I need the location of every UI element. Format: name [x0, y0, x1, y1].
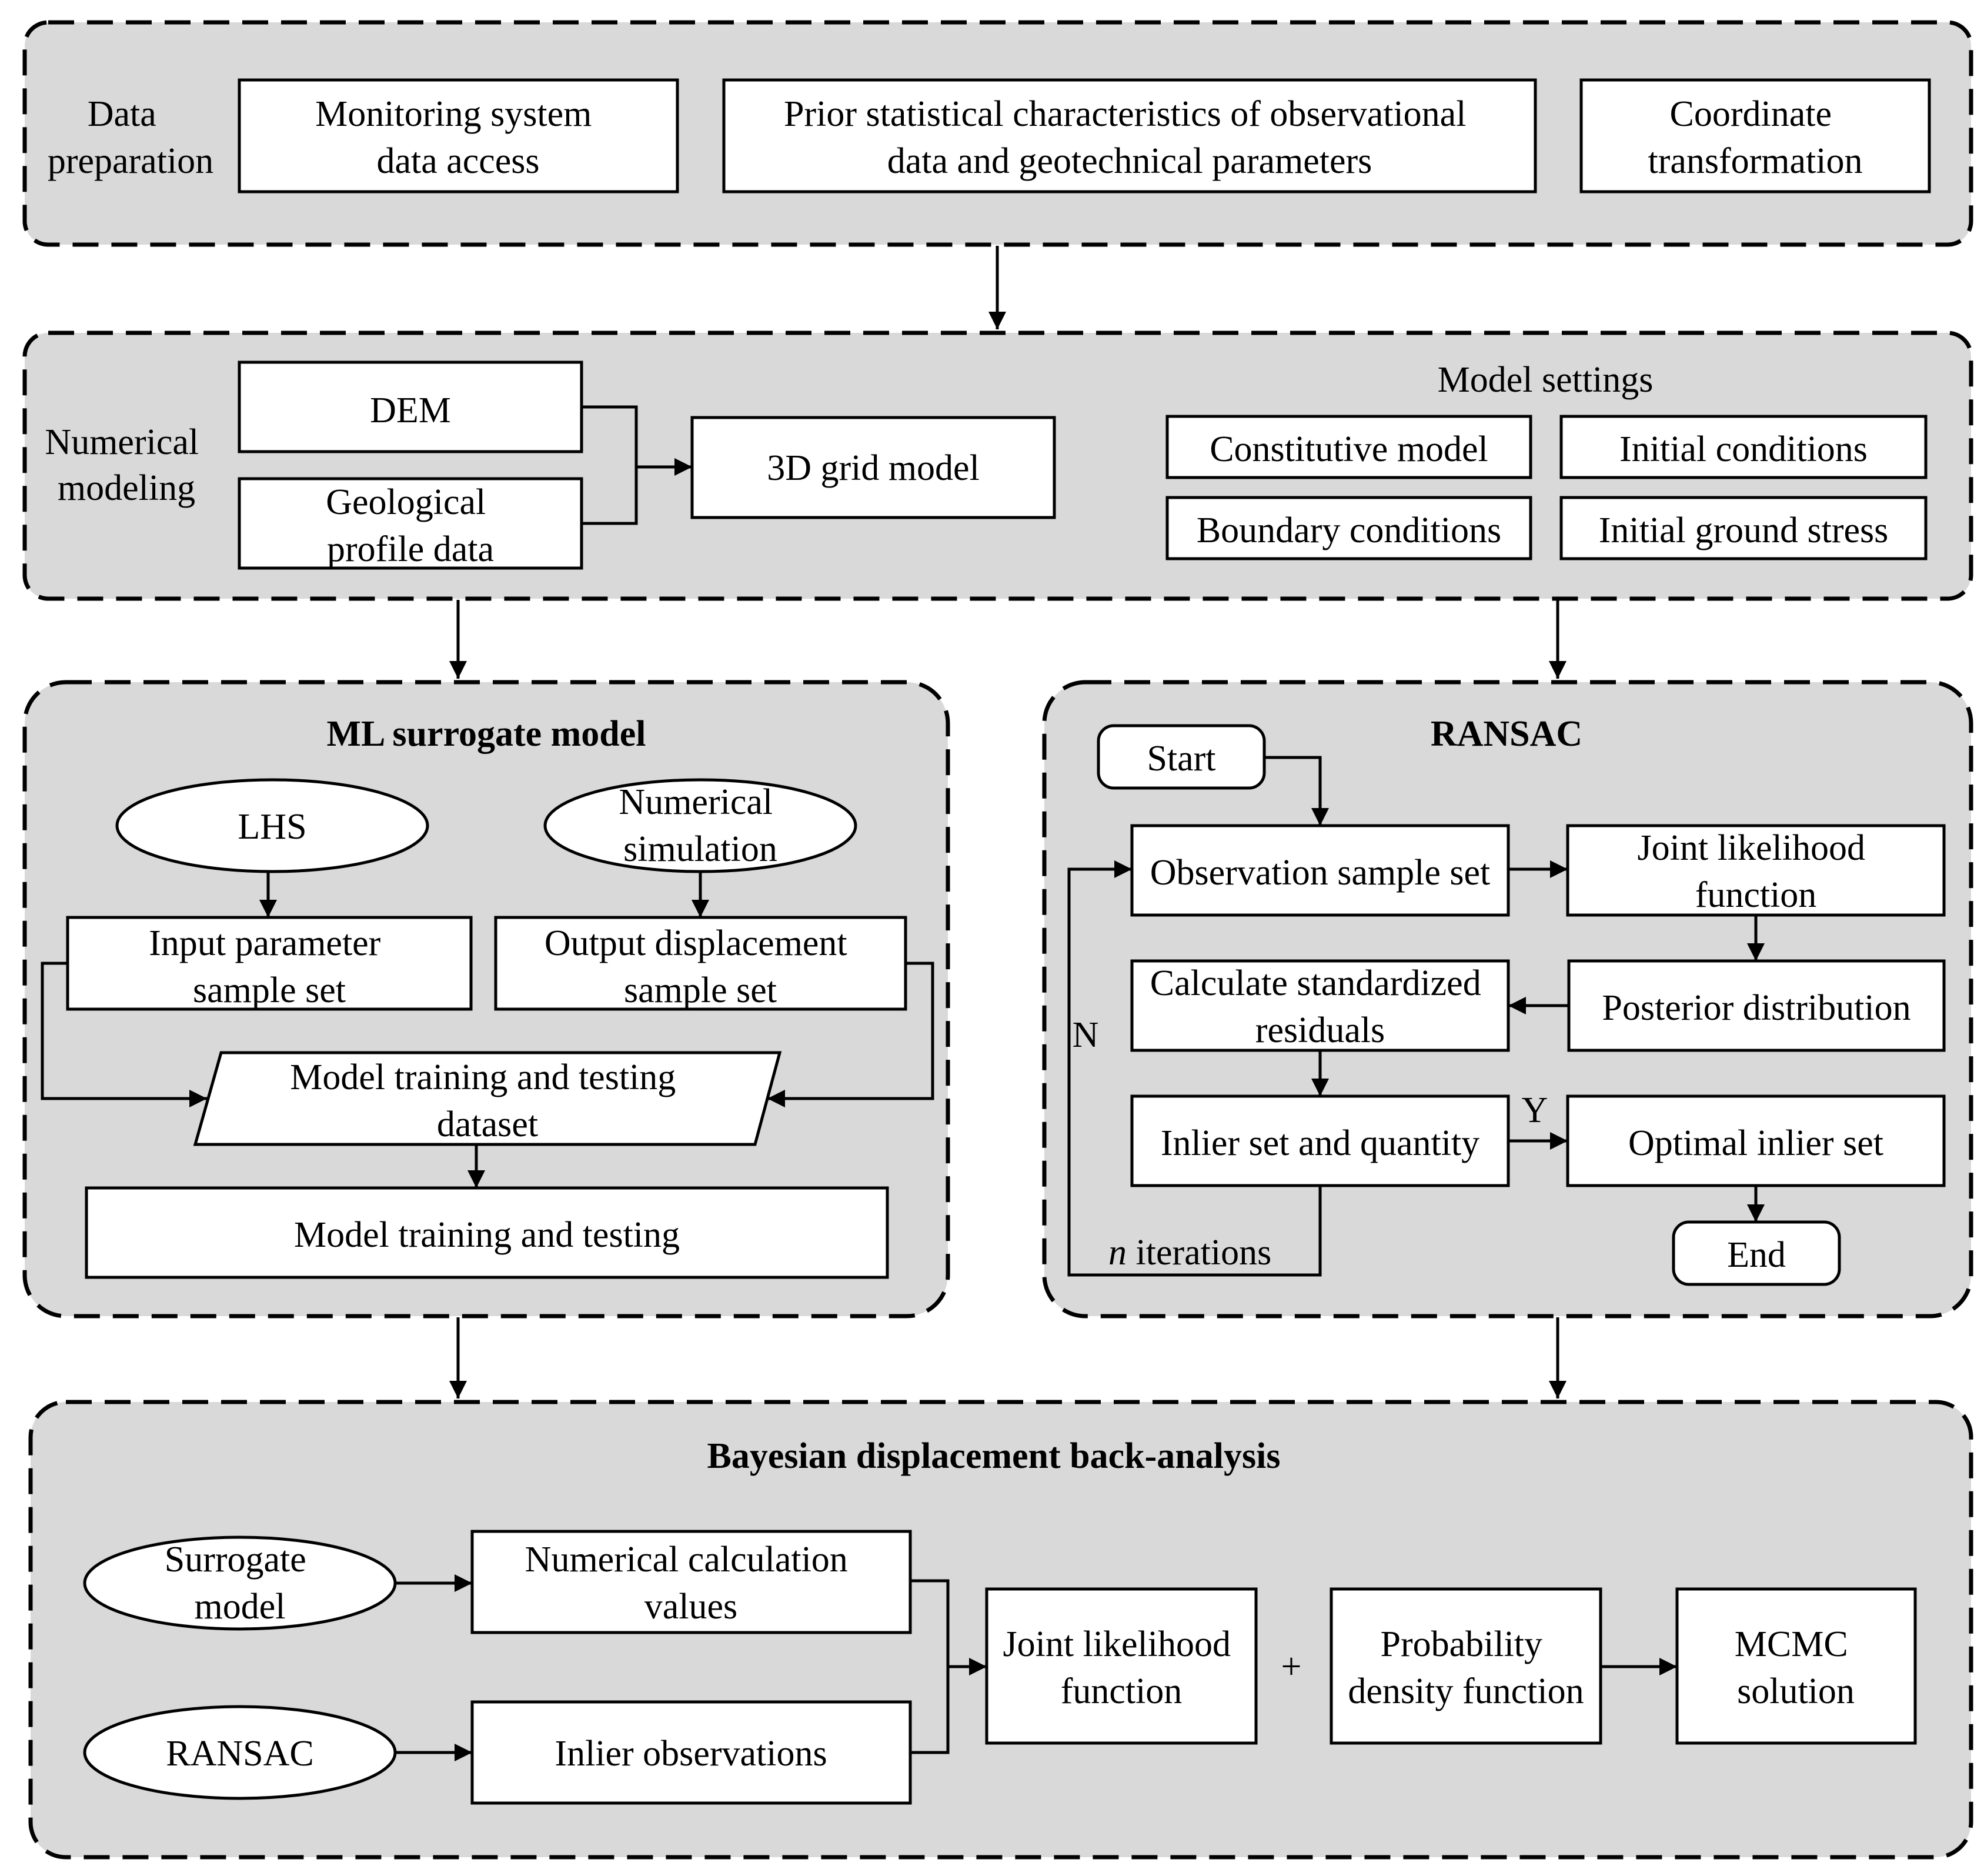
optimal-inlier-label: Optimal inlier set	[1628, 1123, 1883, 1163]
boundary-conditions-label: Boundary conditions	[1197, 510, 1501, 550]
bayesian-title: Bayesian displacement back-analysis	[707, 1436, 1281, 1476]
plus-sign: +	[1281, 1647, 1302, 1687]
training-label: Model training and testing	[294, 1215, 680, 1255]
monitoring-label: Monitoring system data access	[315, 94, 601, 181]
ml-surrogate-title: ML surrogate model	[326, 714, 646, 754]
ransac-ellipse-label: RANSAC	[166, 1734, 314, 1774]
residuals-box	[1130, 959, 1510, 1052]
inlier-observations-box	[470, 1700, 912, 1805]
initial-conditions-box	[1559, 415, 1928, 479]
initial-conditions-label: Initial conditions	[1619, 429, 1868, 469]
observation-sample-box	[1130, 824, 1510, 917]
mcmc-label: MCMC solution	[1735, 1624, 1857, 1711]
dem-label: DEM	[370, 390, 451, 430]
numerical-simulation-label: Numerical simulation	[619, 782, 781, 869]
arrow-input-to-dataset	[41, 962, 207, 1107]
numerical-values-label: Numerical calculation values	[525, 1540, 857, 1627]
input-sample-box	[66, 916, 473, 1011]
arrow-start-to-obs	[1264, 756, 1329, 826]
constitutive-box	[1165, 415, 1532, 479]
loop-back-arrow	[1067, 860, 1322, 1277]
inlier-set-box	[1130, 1094, 1510, 1187]
grid-model-box	[690, 416, 1056, 519]
model-settings-title: Model settings	[1438, 360, 1654, 400]
pdf-box	[1330, 1587, 1602, 1745]
inlier-set-label: Inlier set and quantity	[1161, 1123, 1479, 1163]
y-label: Y	[1522, 1090, 1548, 1130]
dem-box	[238, 360, 583, 453]
iterations-n: n	[1108, 1233, 1127, 1273]
training-box	[85, 1186, 889, 1279]
dataset-label: Model training and testing dataset	[290, 1057, 685, 1144]
boundary-conditions-box	[1165, 496, 1532, 560]
ransac-title: RANSAC	[1431, 714, 1582, 754]
ground-stress-box	[1559, 496, 1928, 560]
posterior-label: Posterior distribution	[1602, 988, 1910, 1028]
pdf-label: Probability density function	[1348, 1624, 1584, 1711]
input-sample-label: Input parameter sample set	[149, 923, 390, 1010]
posterior-box	[1567, 959, 1946, 1052]
lhs-ellipse	[115, 778, 429, 873]
grid-model-label: 3D grid model	[767, 448, 980, 488]
end-box	[1672, 1220, 1841, 1286]
end-label: End	[1727, 1235, 1786, 1275]
observation-sample-label: Observation sample set	[1150, 853, 1491, 893]
numerical-values-box	[470, 1530, 912, 1634]
surrogate-model-label: Surrogate model	[165, 1540, 316, 1627]
ransac-joint-likelihood-label: Joint likelihood function	[1638, 828, 1875, 915]
inlier-observations-label: Inlier observations	[555, 1734, 827, 1774]
n-label: N	[1073, 1015, 1099, 1055]
data-preparation-label: Data preparation	[48, 94, 213, 181]
ground-stress-label: Initial ground stress	[1599, 510, 1889, 550]
monitoring-box	[238, 78, 679, 193]
optimal-inlier-box	[1566, 1094, 1946, 1187]
coordinate-label: Coordinate transformation	[1648, 94, 1862, 181]
connector-dem	[582, 405, 638, 525]
geological-profile-label: Geological profile data	[326, 482, 495, 569]
bayes-joint-likelihood-label: Joint likelihood function	[1003, 1624, 1240, 1711]
lhs-label: LHS	[238, 807, 306, 847]
start-label: Start	[1147, 739, 1215, 779]
numerical-modeling-label: Numerical modeling	[45, 422, 208, 508]
dataset-parallelogram	[193, 1051, 782, 1146]
prior-statistics-label: Prior statistical characteristics of obs…	[784, 94, 1475, 181]
coordinate-box	[1579, 78, 1931, 193]
residuals-label: Calculate standardized residuals	[1150, 963, 1490, 1050]
bayes-joint-likelihood-box	[985, 1587, 1258, 1745]
output-sample-box	[494, 916, 907, 1011]
iterations-text: iterations	[1127, 1233, 1271, 1273]
arrow-output-to-dataset	[767, 962, 934, 1107]
prior-statistics-box	[722, 78, 1537, 193]
output-sample-label: Output displacement sample set	[545, 923, 856, 1010]
iterations-label: n iterations	[1108, 1233, 1271, 1273]
mcmc-box	[1675, 1587, 1917, 1745]
constitutive-label: Constitutive model	[1210, 429, 1488, 469]
